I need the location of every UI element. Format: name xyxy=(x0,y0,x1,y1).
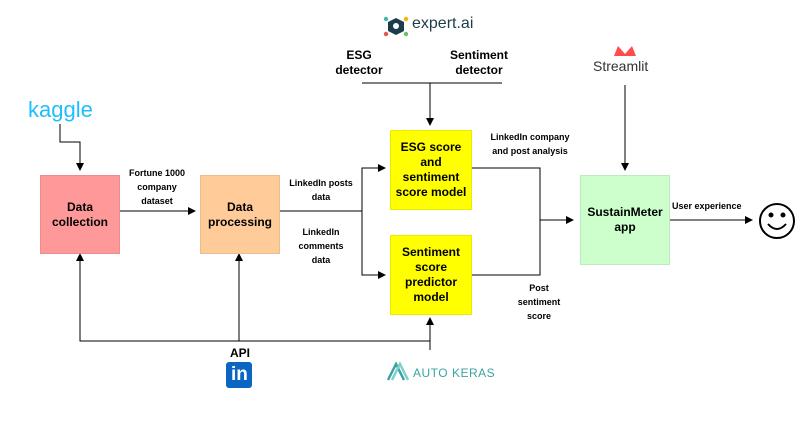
company-analysis-label: LinkedIn company and post analysis xyxy=(490,132,570,156)
post-sentiment-label: Post sentiment score xyxy=(517,283,561,321)
edge-sentiment-app xyxy=(472,220,541,276)
api-label: API xyxy=(230,346,251,360)
edge-processing-esg xyxy=(280,164,386,212)
comments-data-label: LinkedIn comments data xyxy=(298,227,344,265)
autokeras-logo-icon xyxy=(386,361,410,381)
fortune-dataset-label: Fortune 1000 company dataset xyxy=(128,168,186,206)
data-processing-box: Data processing xyxy=(200,175,280,254)
sentiment-model-label: Sentiment score predictor model xyxy=(401,245,460,304)
esg-detector-label: ESG detector xyxy=(335,48,383,77)
expertai-logo-text: expert.ai xyxy=(412,15,474,32)
edge-esg-app xyxy=(472,167,574,224)
user-experience-label: User experience xyxy=(672,201,742,211)
sustainmeter-app-box: SustainMeter app xyxy=(580,175,670,265)
data-processing-label: Data processing xyxy=(207,199,273,229)
expertai-logo-icon xyxy=(383,16,409,37)
linkedin-logo-icon xyxy=(226,362,252,388)
sentiment-model-box: Sentiment score predictor model xyxy=(390,235,472,315)
esg-model-label: ESG score and sentiment score model xyxy=(395,140,467,199)
esg-model-box: ESG score and sentiment score model xyxy=(390,130,472,210)
linkedin-logo-text: in xyxy=(231,364,248,385)
edge-linkedin-collection xyxy=(76,253,430,342)
sustainmeter-app-label: SustainMeter app xyxy=(587,205,663,234)
streamlit-logo-text: Streamlit xyxy=(593,58,649,74)
posts-data-label: LinkedIn posts data xyxy=(289,178,353,202)
smiley-icon xyxy=(759,203,795,239)
edge-kaggle-collection xyxy=(59,124,84,171)
streamlit-logo-icon xyxy=(614,46,636,56)
data-collection-label: Data collection xyxy=(51,199,108,229)
kaggle-logo: kaggle xyxy=(28,97,93,122)
edge-processing-sentiment xyxy=(361,211,386,279)
data-collection-box: Data collection xyxy=(40,175,120,254)
sentiment-detector-label: Sentiment detector xyxy=(449,48,508,77)
autokeras-logo-text: AUTO KERAS xyxy=(413,366,496,380)
